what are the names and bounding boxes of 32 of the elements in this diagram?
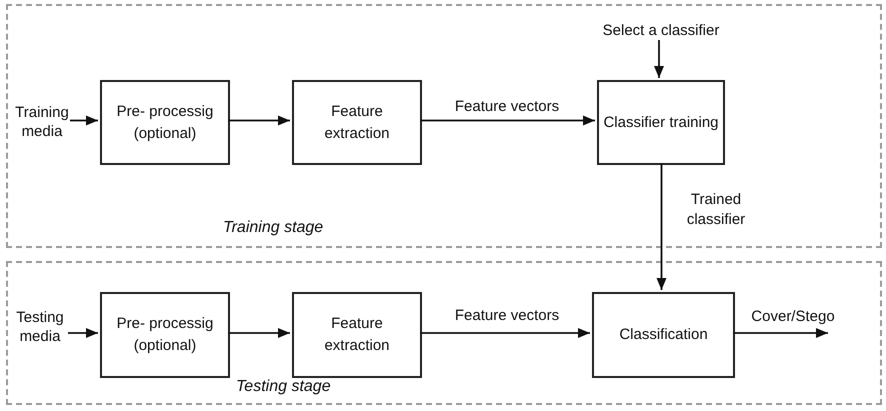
edge-label: Trained classifier [686, 190, 746, 230]
box-text: Pre- processig (optional) [116, 102, 214, 144]
arrow [420, 116, 595, 126]
stage-title: Training stage [223, 218, 324, 238]
arrow [68, 328, 98, 338]
process-box [597, 80, 725, 165]
process-box [100, 80, 230, 165]
arrow [420, 328, 590, 338]
arrow [654, 40, 664, 78]
arrow [70, 116, 98, 126]
process-box [592, 292, 735, 378]
input-label: Testing media [10, 307, 70, 347]
arrow [733, 328, 828, 338]
box-text: Feature extraction [323, 314, 391, 356]
arrow [228, 116, 290, 126]
arrow [228, 328, 290, 338]
edge-label: Cover/Stego [750, 307, 836, 327]
arrow [656, 163, 666, 290]
input-label: Select a classifier [577, 18, 745, 42]
process-box [292, 292, 422, 378]
box-text: Pre- processig (optional) [116, 314, 214, 356]
stage-title: Testing stage [236, 377, 331, 397]
box-text: Feature extraction [323, 102, 391, 144]
box-text: Classification [618, 325, 709, 345]
stage-region [6, 261, 882, 405]
stage-region [6, 4, 882, 248]
box-text: Classifier training [602, 112, 720, 132]
input-label: Training media [12, 102, 72, 142]
process-box [100, 292, 230, 378]
process-box [292, 80, 422, 165]
edge-label: Feature vectors [454, 97, 560, 117]
edge-label: Feature vectors [454, 306, 560, 326]
